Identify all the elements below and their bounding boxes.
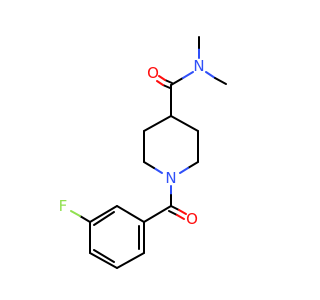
fluorine-label: F — [59, 197, 68, 215]
n-methyl-right-bond — [205, 71, 216, 79]
amide-carbonyl-bond — [156, 75, 173, 89]
benzene-ring — [89, 205, 145, 269]
amide-oxygen-label: O — [147, 64, 159, 82]
piperidine-ring — [143, 115, 199, 174]
benzoyl-carbonyl-bond — [168, 205, 187, 220]
carbon-fluorine-bond — [79, 215, 91, 223]
carbonyl-to-amide-n-bond — [170, 77, 184, 86]
ring-nitrogen-label: N — [165, 169, 176, 187]
benzoyl-oxygen-label: O — [186, 210, 198, 228]
molecule-structure: O N N O — [59, 36, 227, 269]
carbonyl-to-phenyl-bond — [143, 205, 172, 223]
amide-nitrogen-label: N — [193, 57, 204, 75]
